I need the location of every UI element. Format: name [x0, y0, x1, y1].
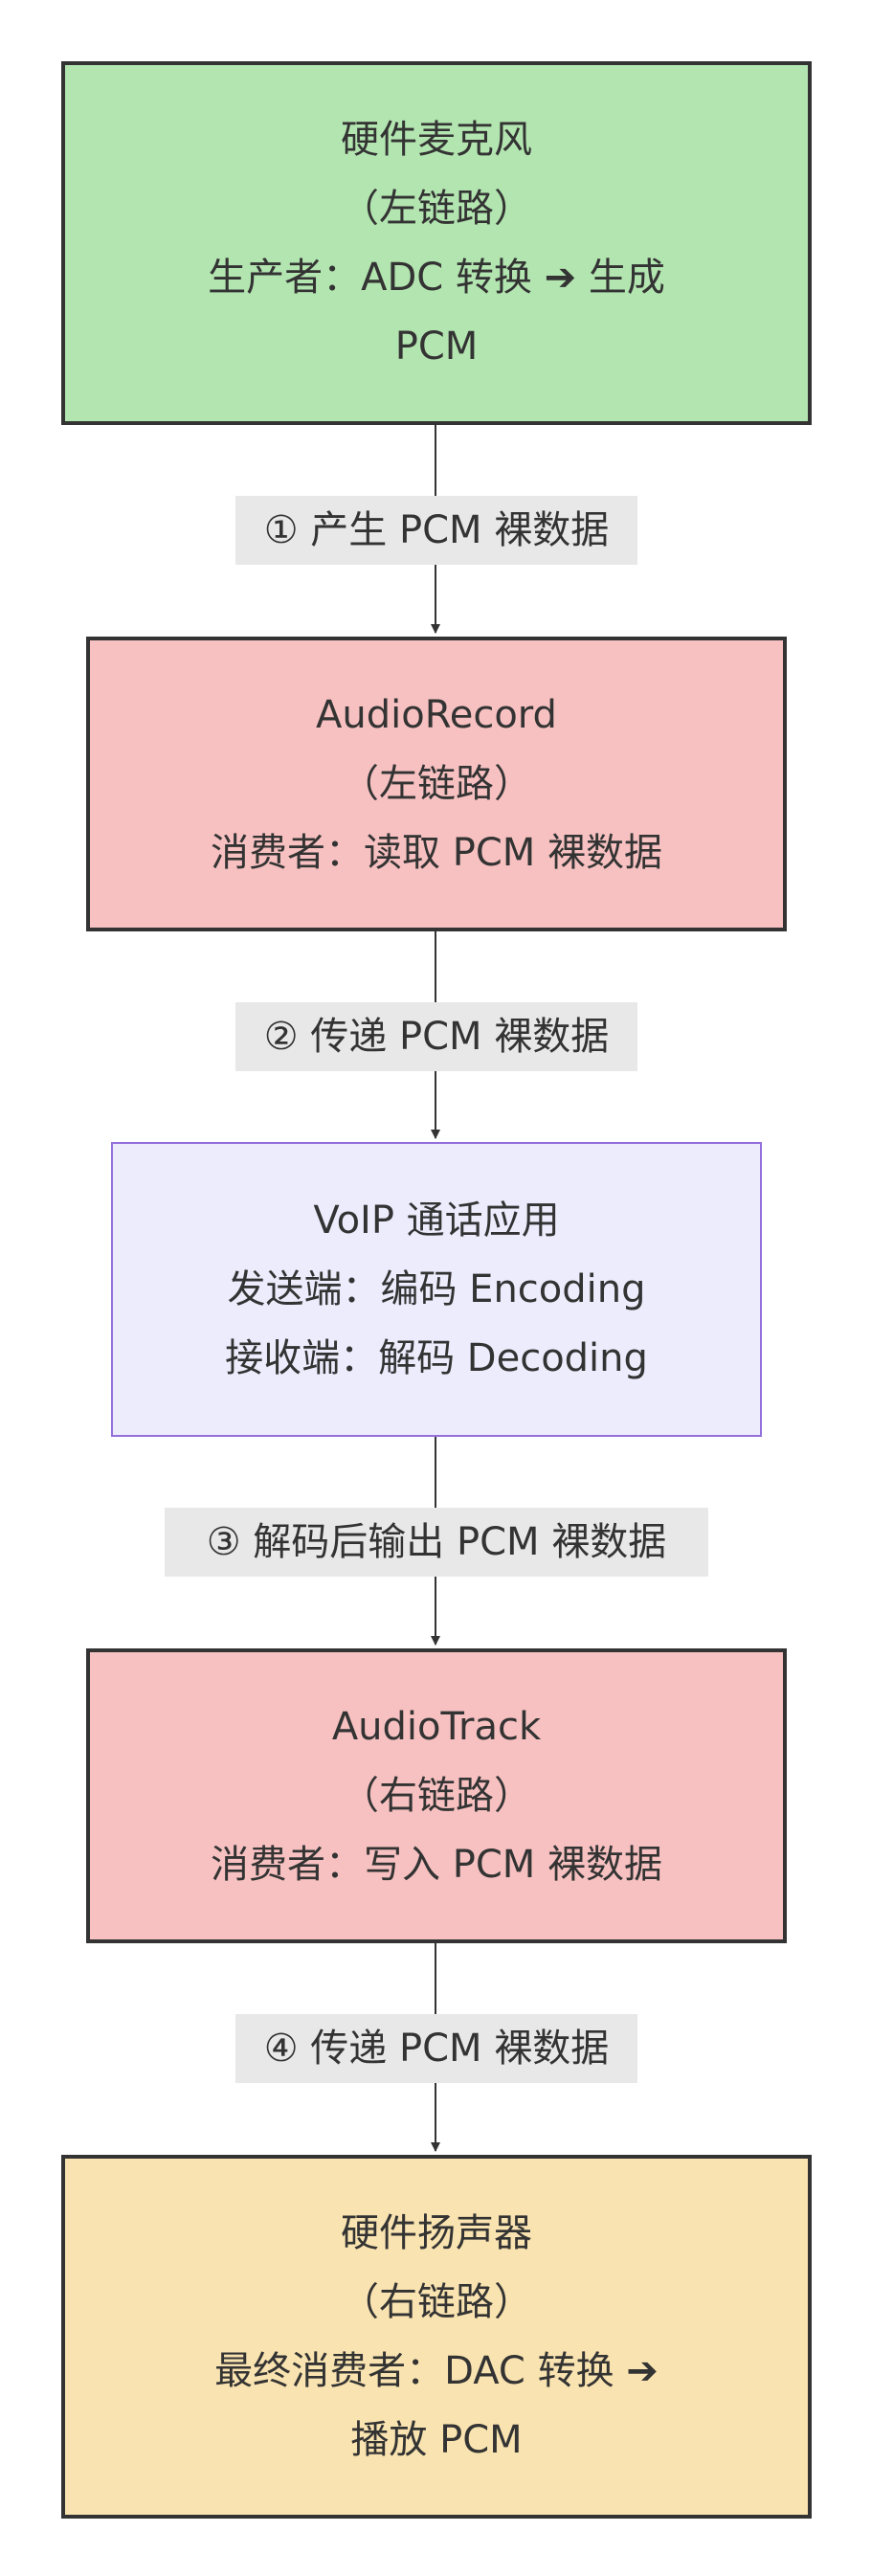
edge-label-4: ④ 传递 PCM 裸数据	[235, 2014, 637, 2083]
node-voip-app: VoIP 通话应用 发送端：编码 Encoding 接收端：解码 Decodin…	[111, 1142, 762, 1437]
edge-label-3: ③ 解码后输出 PCM 裸数据	[165, 1508, 708, 1577]
node-line: AudioRecord	[316, 693, 557, 737]
node-audiotrack: AudioTrack （右链路） 消费者：写入 PCM 裸数据	[86, 1648, 787, 1943]
node-line: VoIP 通话应用	[313, 1198, 560, 1243]
node-line: 生产者：ADC 转换 ➔ 生成	[208, 256, 665, 300]
node-line: PCM	[394, 325, 479, 369]
node-line: （左链路）	[341, 762, 532, 806]
node-line: （左链路）	[341, 187, 532, 231]
node-line: 消费者：读取 PCM 裸数据	[211, 831, 662, 875]
node-line: 硬件麦克风	[341, 118, 532, 162]
node-line: 消费者：写入 PCM 裸数据	[211, 1843, 662, 1887]
node-line: 播放 PCM	[350, 2418, 523, 2462]
edge-label-1: ① 产生 PCM 裸数据	[235, 496, 637, 565]
node-line: 硬件扬声器	[341, 2211, 532, 2255]
node-hardware-speaker: 硬件扬声器 （右链路） 最终消费者：DAC 转换 ➔ 播放 PCM	[61, 2155, 812, 2519]
node-line: AudioTrack	[331, 1705, 542, 1749]
node-line: 最终消费者：DAC 转换 ➔	[214, 2349, 659, 2393]
node-line: 发送端：编码 Encoding	[227, 1267, 646, 1311]
node-line: （右链路）	[341, 2280, 532, 2324]
edge-label-2: ② 传递 PCM 裸数据	[235, 1002, 637, 1071]
node-hardware-microphone: 硬件麦克风 （左链路） 生产者：ADC 转换 ➔ 生成 PCM	[61, 61, 812, 425]
node-line: （右链路）	[341, 1774, 532, 1818]
node-line: 接收端：解码 Decoding	[225, 1336, 648, 1380]
node-audiorecord: AudioRecord （左链路） 消费者：读取 PCM 裸数据	[86, 637, 787, 931]
